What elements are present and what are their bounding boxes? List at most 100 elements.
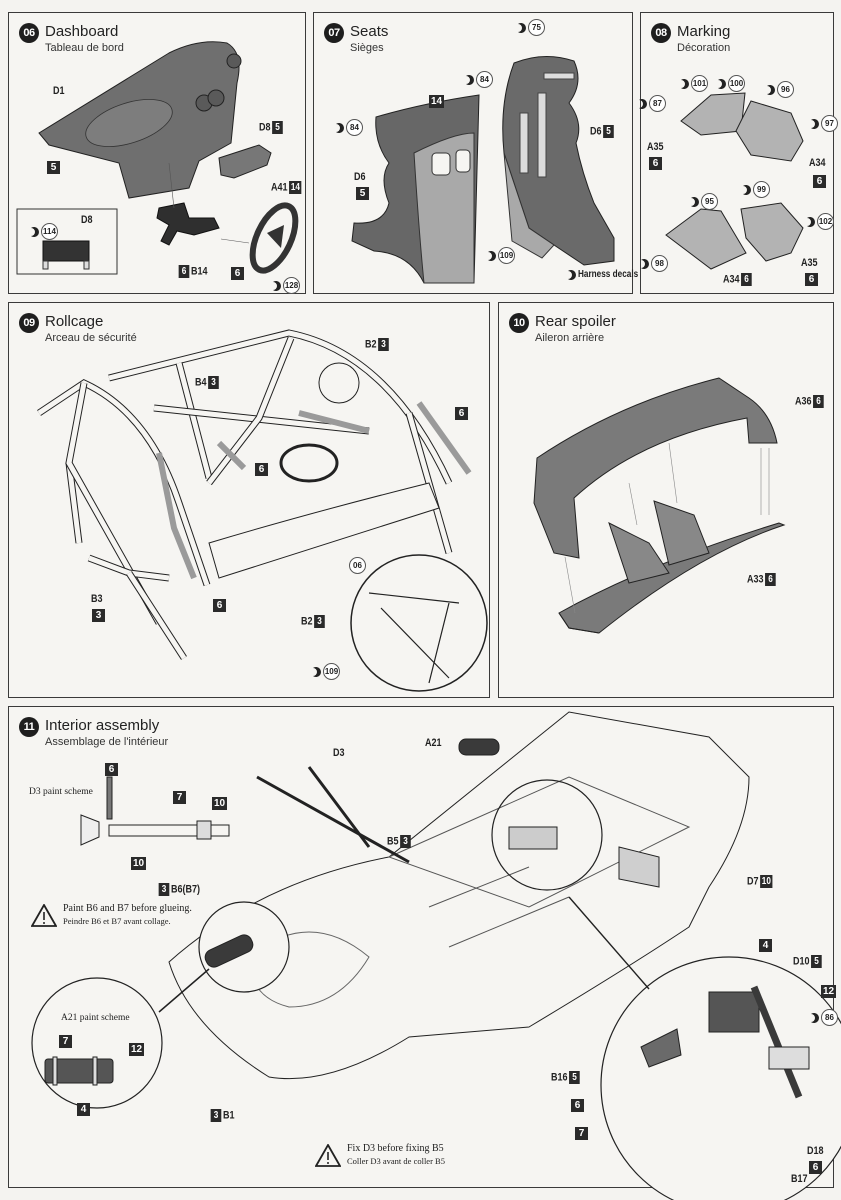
paint-code: 5 xyxy=(47,161,60,174)
step-07-header: 07 Seats Sièges xyxy=(324,23,388,54)
paint-code: 14 xyxy=(429,95,445,108)
reference-step-callout: 06 xyxy=(349,557,366,574)
paint-code: 10 xyxy=(212,797,228,810)
step-title: Rear spoiler xyxy=(535,313,616,330)
d3-paint-scheme-label: D3 paint scheme xyxy=(29,787,93,797)
paint-code: 5 xyxy=(603,125,614,138)
paint-code: 6 xyxy=(813,175,826,188)
decal-callout: 95 xyxy=(689,193,718,210)
step-10-header: 10 Rear spoiler Aileron arrière xyxy=(509,313,616,344)
decal-moon-icon xyxy=(716,78,726,89)
warning-note-fix: Fix D3 before fixing B5 Coller D3 avant … xyxy=(315,1143,445,1167)
step-number: 10 xyxy=(509,313,529,333)
decal-moon-icon xyxy=(29,226,39,237)
decal-callout: 75 xyxy=(516,19,545,36)
part-label-b3: B3 xyxy=(91,593,103,605)
decal-moon-icon xyxy=(765,84,775,95)
decal-callout: 109 xyxy=(311,663,340,680)
paint-code: 6 xyxy=(231,267,244,280)
decal-moon-icon xyxy=(805,216,815,227)
part-label-b17: B17 xyxy=(791,1173,808,1185)
decal-callout: 98 xyxy=(639,255,668,272)
part-label-a35-b: A35 xyxy=(801,257,818,269)
decal-number: 102 xyxy=(817,213,834,230)
decal-moon-icon xyxy=(679,78,689,89)
part-id: B6(B7) xyxy=(170,883,201,896)
paint-code: 3 xyxy=(378,338,389,351)
decal-number: 75 xyxy=(528,19,545,36)
paint-code: 6 xyxy=(571,1099,584,1112)
dashboard-drawing xyxy=(16,41,299,275)
part-id: D6 xyxy=(590,125,602,138)
part-id: D7 xyxy=(747,875,759,888)
harness-decals-label: Harness decals xyxy=(578,269,639,280)
step-subtitle: Assemblage de l'intérieur xyxy=(45,736,169,748)
step-title: Rollcage xyxy=(45,313,104,330)
decal-callout: 96 xyxy=(765,81,794,98)
paint-code: 6 xyxy=(255,463,268,476)
decal-callout: 84 xyxy=(334,119,363,136)
seat-panels-drawing xyxy=(665,92,804,270)
inset-label-d8: D8 xyxy=(81,214,93,226)
a21-paint-scheme-label: A21 paint scheme xyxy=(61,1013,130,1023)
paint-code: 5 xyxy=(272,121,283,134)
paint-code: 12 xyxy=(129,1043,145,1056)
part-id: D10 xyxy=(793,955,810,968)
decal-number: 109 xyxy=(323,663,340,680)
note-french: Coller D3 avant de coller B5 xyxy=(347,1156,445,1166)
paint-code: 7 xyxy=(575,1127,588,1140)
part-label-a21: A21 xyxy=(425,737,442,749)
decal-number: 114 xyxy=(41,223,58,240)
decal-moon-icon xyxy=(566,269,576,280)
decal-callout: 109 xyxy=(486,247,515,264)
decal-moon-icon xyxy=(271,280,281,291)
decal-number: 96 xyxy=(777,81,794,98)
decal-moon-icon xyxy=(464,74,474,85)
paint-code: 7 xyxy=(59,1035,72,1048)
decal-moon-icon xyxy=(311,666,321,677)
step-title: Seats xyxy=(350,23,389,40)
decal-moon-icon xyxy=(516,22,526,33)
decal-callout: 128 xyxy=(271,277,300,294)
interior-assembly-drawing xyxy=(31,711,841,1200)
paint-code: 6 xyxy=(765,573,776,586)
paint-code: 3 xyxy=(158,883,170,896)
step-title: Interior assembly xyxy=(45,717,160,734)
step-number: 08 xyxy=(651,23,671,43)
step-subtitle: Sièges xyxy=(350,42,384,54)
step-number: 11 xyxy=(19,717,39,737)
decal-number: 128 xyxy=(283,277,300,294)
decal-callout: 102 xyxy=(805,213,834,230)
paint-code: 3 xyxy=(400,835,411,848)
paint-code: 6 xyxy=(649,157,662,170)
decal-number: 84 xyxy=(346,119,363,136)
step-title: Dashboard xyxy=(45,23,119,40)
decal-moon-icon xyxy=(741,184,751,195)
paint-code: 6 xyxy=(105,763,118,776)
part-label-d1: D1 xyxy=(53,85,65,97)
warning-note-paint: Paint B6 and B7 before glueing. Peindre … xyxy=(31,903,192,927)
paint-code: 6 xyxy=(805,273,818,286)
rear-spoiler-drawing xyxy=(533,377,786,634)
harness-decals-callout: Harness decals xyxy=(566,269,651,280)
part-id: B2 xyxy=(301,615,313,628)
paint-code: 5 xyxy=(569,1071,580,1084)
part-id: B1 xyxy=(222,1109,235,1122)
paint-code: 5 xyxy=(811,955,822,968)
part-id: B2 xyxy=(365,338,377,351)
decal-callout: 87 xyxy=(637,95,666,112)
step-09-header: 09 Rollcage Arceau de sécurité xyxy=(19,313,137,344)
note-english: Paint B6 and B7 before glueing. xyxy=(63,903,192,914)
decal-number: 99 xyxy=(753,181,770,198)
part-label-a35: A35 xyxy=(647,141,664,153)
